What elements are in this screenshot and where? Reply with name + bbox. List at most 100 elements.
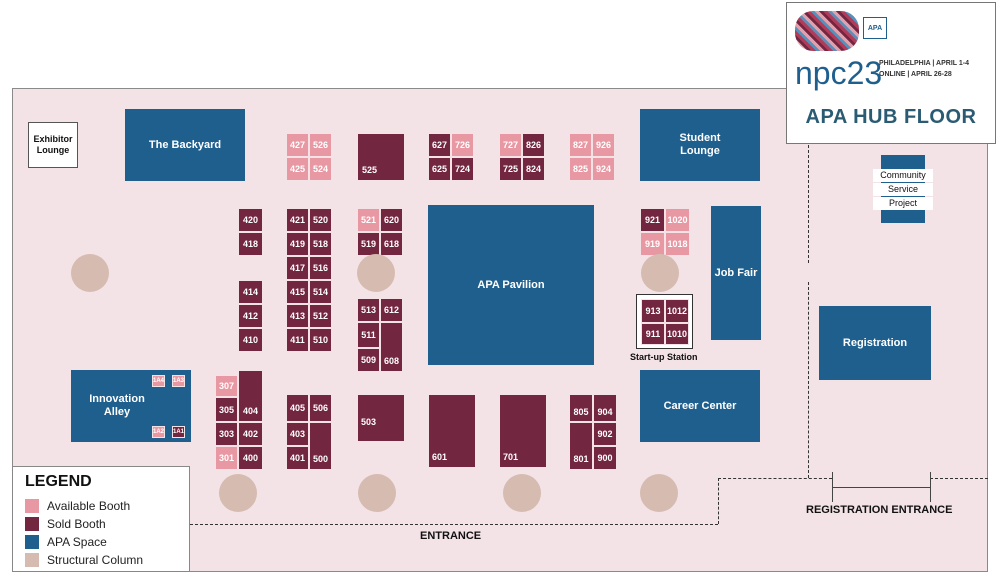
booth-524[interactable]: 524 xyxy=(309,157,332,181)
booth-518[interactable]: 518 xyxy=(309,232,332,256)
booth-825[interactable]: 825 xyxy=(569,157,592,181)
booth-520[interactable]: 520 xyxy=(309,208,332,232)
booth-525[interactable]: 525 xyxy=(357,133,405,181)
booth-625[interactable]: 625 xyxy=(428,157,451,181)
booth-421[interactable]: 421 xyxy=(286,208,309,232)
divider-upper xyxy=(808,145,809,263)
booth-601[interactable]: 601 xyxy=(428,394,476,468)
booth-514[interactable]: 514 xyxy=(309,280,332,304)
booth-516[interactable]: 516 xyxy=(309,256,332,280)
booth-506[interactable]: 506 xyxy=(309,394,332,422)
event-date-online: ONLINE | APRIL 26-28 xyxy=(879,71,952,78)
legend-label: Sold Booth xyxy=(47,517,106,531)
booth-724[interactable]: 724 xyxy=(451,157,474,181)
booth-510[interactable]: 510 xyxy=(309,328,332,352)
booth-301[interactable]: 301 xyxy=(215,446,238,470)
booth-418[interactable]: 418 xyxy=(238,232,263,256)
legend-item: APA Space xyxy=(25,535,107,549)
job-fair[interactable]: Job Fair xyxy=(711,206,761,340)
booth-305[interactable]: 305 xyxy=(215,397,238,422)
booth-411[interactable]: 411 xyxy=(286,328,309,352)
booth-519[interactable]: 519 xyxy=(357,232,380,256)
booth-801[interactable]: 801 xyxy=(569,422,593,470)
booth-827[interactable]: 827 xyxy=(569,133,592,157)
booth-425[interactable]: 425 xyxy=(286,157,309,181)
booth-1018[interactable]: 1018 xyxy=(665,232,690,256)
booth-924[interactable]: 924 xyxy=(592,157,615,181)
booth-503[interactable]: 503 xyxy=(357,394,405,442)
booth-415[interactable]: 415 xyxy=(286,280,309,304)
booth-913[interactable]: 913 xyxy=(641,299,665,323)
exhibitor-lounge[interactable]: Exhibitor Lounge xyxy=(28,122,78,168)
booth-402[interactable]: 402 xyxy=(238,422,263,446)
structural-column xyxy=(71,254,109,292)
booth-805[interactable]: 805 xyxy=(569,394,593,422)
booth-1a3[interactable]: 1A3 xyxy=(172,375,185,387)
booth-618[interactable]: 618 xyxy=(380,232,403,256)
booth-513[interactable]: 513 xyxy=(357,298,380,322)
booth-1020[interactable]: 1020 xyxy=(665,208,690,232)
booth-725[interactable]: 725 xyxy=(499,157,522,181)
booth-413[interactable]: 413 xyxy=(286,304,309,328)
student-lounge[interactable]: Student Lounge xyxy=(640,109,760,181)
booth-427[interactable]: 427 xyxy=(286,133,309,157)
structural-column xyxy=(357,254,395,292)
reg-entrance-post-right xyxy=(930,472,931,502)
booth-403[interactable]: 403 xyxy=(286,422,309,446)
legend-title: LEGEND xyxy=(25,473,92,490)
career-center[interactable]: Career Center xyxy=(640,370,760,442)
booth-412[interactable]: 412 xyxy=(238,304,263,328)
booth-420[interactable]: 420 xyxy=(238,208,263,232)
booth-511[interactable]: 511 xyxy=(357,322,380,348)
booth-1a1[interactable]: 1A1 xyxy=(172,426,185,438)
booth-726[interactable]: 726 xyxy=(451,133,474,157)
booth-900[interactable]: 900 xyxy=(593,446,617,470)
booth-921[interactable]: 921 xyxy=(640,208,665,232)
booth-727[interactable]: 727 xyxy=(499,133,522,157)
booth-414[interactable]: 414 xyxy=(238,280,263,304)
legend-label: Structural Column xyxy=(47,553,144,567)
legend-item: Structural Column xyxy=(25,553,143,567)
booth-400[interactable]: 400 xyxy=(238,446,263,470)
booth-417[interactable]: 417 xyxy=(286,256,309,280)
booth-701[interactable]: 701 xyxy=(499,394,547,468)
booth-612[interactable]: 612 xyxy=(380,298,403,322)
innovation-alley[interactable]: Innovation Alley xyxy=(71,370,191,442)
entrance-post xyxy=(718,478,719,524)
the-backyard[interactable]: The Backyard xyxy=(125,109,245,181)
booth-919[interactable]: 919 xyxy=(640,232,665,256)
booth-500[interactable]: 500 xyxy=(309,422,332,470)
booth-902[interactable]: 902 xyxy=(593,422,617,446)
startup-station-label: Start-up Station xyxy=(630,352,698,362)
booth-410[interactable]: 410 xyxy=(238,328,263,352)
booth-911[interactable]: 911 xyxy=(641,323,665,345)
booth-824[interactable]: 824 xyxy=(522,157,545,181)
booth-521[interactable]: 521 xyxy=(357,208,380,232)
registration-line-right xyxy=(930,478,988,479)
booth-512[interactable]: 512 xyxy=(309,304,332,328)
booth-307[interactable]: 307 xyxy=(215,375,238,397)
booth-401[interactable]: 401 xyxy=(286,446,309,470)
structural-column xyxy=(219,474,257,512)
registration[interactable]: Registration xyxy=(819,306,931,380)
booth-1a4[interactable]: 1A4 xyxy=(152,375,165,387)
apa-pavilion[interactable]: APA Pavilion xyxy=(428,205,594,365)
booth-404[interactable]: 404 xyxy=(238,370,263,422)
booth-608[interactable]: 608 xyxy=(380,322,403,372)
booth-904[interactable]: 904 xyxy=(593,394,617,422)
booth-1012[interactable]: 1012 xyxy=(665,299,689,323)
booth-1010[interactable]: 1010 xyxy=(665,323,689,345)
structural-column xyxy=(503,474,541,512)
booth-509[interactable]: 509 xyxy=(357,348,380,372)
booth-1a2[interactable]: 1A2 xyxy=(152,426,165,438)
community-service-project[interactable]: Community Service Project xyxy=(873,155,933,223)
booth-405[interactable]: 405 xyxy=(286,394,309,422)
booth-926[interactable]: 926 xyxy=(592,133,615,157)
booth-826[interactable]: 826 xyxy=(522,133,545,157)
booth-526[interactable]: 526 xyxy=(309,133,332,157)
booth-627[interactable]: 627 xyxy=(428,133,451,157)
booth-419[interactable]: 419 xyxy=(286,232,309,256)
booth-620[interactable]: 620 xyxy=(380,208,403,232)
entrance-label: ENTRANCE xyxy=(420,530,482,542)
booth-303[interactable]: 303 xyxy=(215,422,238,446)
